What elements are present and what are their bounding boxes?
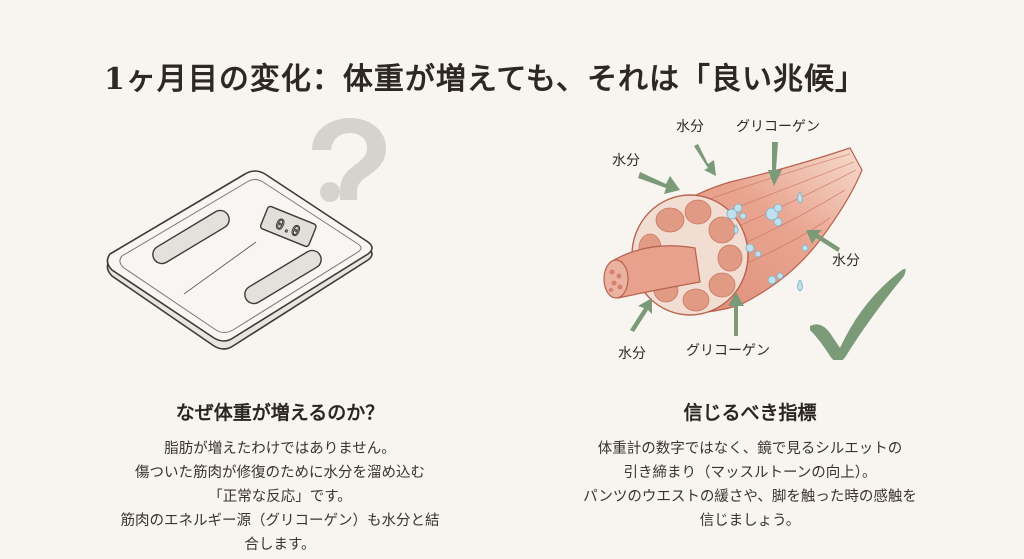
- muscle-illustration: [600, 130, 920, 360]
- arrow-icon: [728, 292, 744, 336]
- arrow-icon: [638, 172, 680, 194]
- scale-icon: 0.0: [106, 170, 373, 350]
- body-line: 筋肉のエネルギー源（グリコーゲン）も水分と結: [120, 513, 440, 529]
- body-line: パンツのウエストの緩さや、脚を触った時の感触を: [583, 489, 917, 505]
- label-glycogen: グリコーゲン: [736, 119, 820, 135]
- body-line: 「正常な反応」です。: [208, 489, 352, 505]
- arrow-icon: [694, 144, 716, 176]
- page-title: 1ヶ月目の変化：体重が増えても、それは「良い兆候」: [104, 62, 866, 98]
- scale-illustration: 0.0: [100, 110, 400, 370]
- section-body: 脂肪が増えたわけではありません。 傷ついた筋肉が修復のために水分を溜め込む 「正…: [60, 437, 500, 557]
- arrow-icon: [630, 298, 652, 332]
- body-line: 信じましょう。: [699, 513, 801, 529]
- label-water: 水分: [832, 253, 860, 269]
- arrow-icon: [806, 230, 840, 252]
- question-mark-icon: [312, 118, 386, 202]
- arrow-icon: [768, 142, 782, 186]
- trusted-indicators-section: 信じるべき指標 体重計の数字ではなく、鏡で見るシルエットの 引き締まり（マッスル…: [530, 398, 970, 533]
- body-line: 合します。: [244, 537, 316, 553]
- label-water: 水分: [676, 119, 704, 135]
- body-line: 引き締まり（マッスルトーンの向上）。: [623, 465, 877, 481]
- label-water: 水分: [618, 346, 646, 362]
- why-weight-increases-section: なぜ体重が増えるのか？ 脂肪が増えたわけではありません。 傷ついた筋肉が修復のた…: [60, 398, 500, 557]
- section-heading: なぜ体重が増えるのか？: [175, 402, 385, 424]
- body-line: 傷ついた筋肉が修復のために水分を溜め込む: [135, 465, 425, 481]
- label-glycogen: グリコーゲン: [686, 343, 770, 359]
- label-water: 水分: [612, 153, 640, 169]
- checkmark-icon: [810, 268, 906, 360]
- body-line: 体重計の数字ではなく、鏡で見るシルエットの: [597, 441, 903, 457]
- section-heading: 信じるべき指標: [683, 402, 817, 424]
- section-body: 体重計の数字ではなく、鏡で見るシルエットの 引き締まり（マッスルトーンの向上）。…: [530, 437, 970, 533]
- body-line: 脂肪が増えたわけではありません。: [164, 441, 396, 457]
